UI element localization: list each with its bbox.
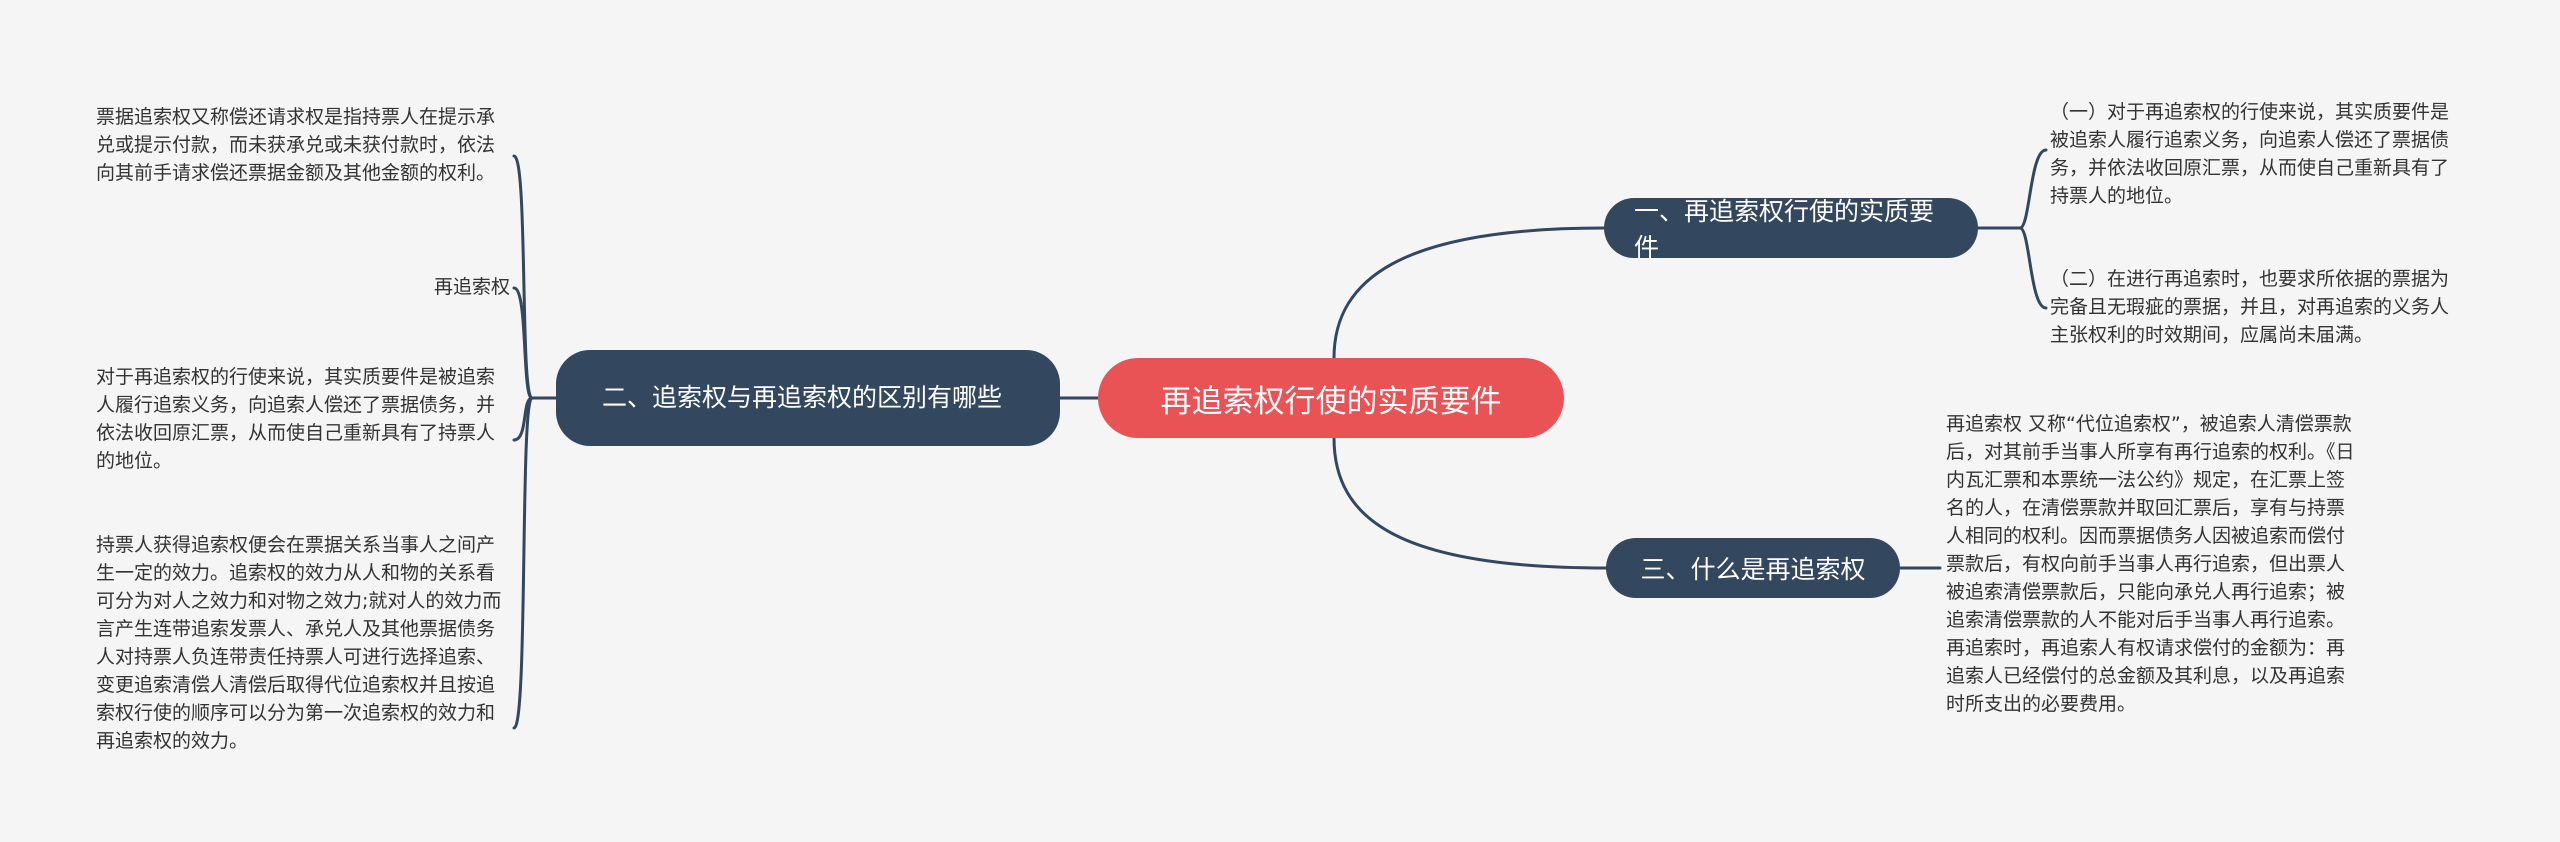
leaf-text[interactable]: 对于再追索权的行使来说，其实质要件是被追索人履行追索义务，向追索人偿还了票据债务… <box>96 366 496 472</box>
leaf-text[interactable]: （一）对于再追索权的行使来说，其实质要件是被追索人履行追索义务，向追索人偿还了票… <box>2050 101 2450 207</box>
branch-2-label: 二、追索权与再追索权的区别有哪些 <box>602 383 1003 412</box>
root-topic[interactable]: 再追索权行使的实质要件 <box>1098 358 1564 438</box>
leaf-text[interactable]: 再追索权 又称“代位追索权”，被追索人清偿票款后，对其前手当事人所享有再行追索的… <box>1946 413 2355 715</box>
branch-1-topic[interactable]: 一、再追索权行使的实质要件 <box>1604 197 1978 262</box>
branch-2-topic[interactable]: 二、追索权与再追索权的区别有哪些 <box>556 350 1060 446</box>
branch-1-label: 一、再追索权行使的实质要件 <box>1634 197 1935 262</box>
leaf-text[interactable]: 票据追索权又称偿还请求权是指持票人在提示承兑或提示付款，而未获承兑或未获付款时，… <box>96 106 496 184</box>
connector-branch2-leaf4 <box>512 396 534 730</box>
connector-branch2-leaf2 <box>512 286 534 400</box>
leaf-text[interactable]: 持票人获得追索权便会在票据关系当事人之间产生一定的效力。追索权的效力从人和物的关… <box>96 534 502 752</box>
connector-branch1-leaf2 <box>2008 226 2048 310</box>
branch-3-topic[interactable]: 三、什么是再追索权 <box>1606 538 1900 598</box>
root-topic-label: 再追索权行使的实质要件 <box>1160 383 1502 420</box>
connector-branch1-leaf1 <box>2008 148 2048 230</box>
connector-root-branch3 <box>1332 436 1608 570</box>
connector-root-branch1 <box>1332 226 1606 360</box>
leaf-text[interactable]: （二）在进行再追索时，也要求所依据的票据为完备且无瑕疵的票据，并且，对再追索的义… <box>2050 268 2450 346</box>
branch-3-label: 三、什么是再追索权 <box>1640 555 1866 584</box>
leaf-text[interactable]: 再追索权 <box>433 276 510 298</box>
connector-branch2-leaf1 <box>512 154 534 400</box>
